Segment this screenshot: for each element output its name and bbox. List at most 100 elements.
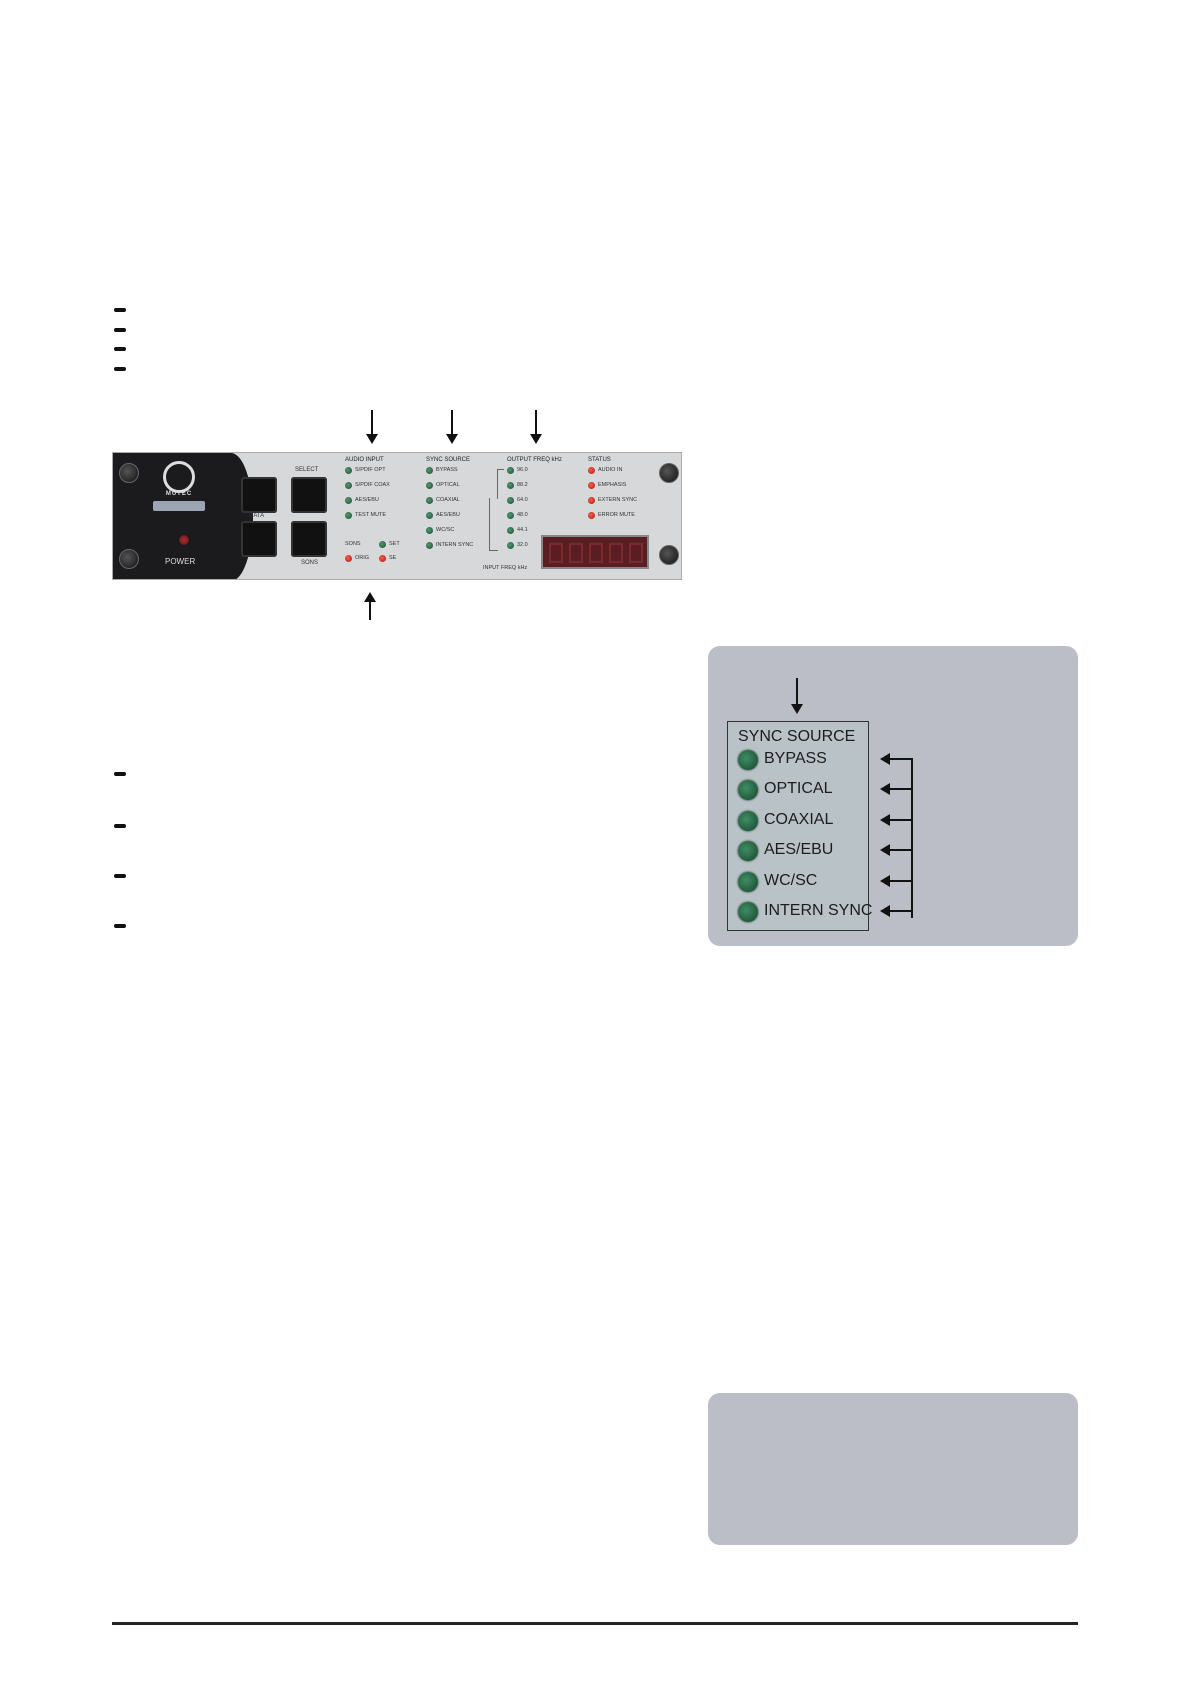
output-freq-item: 48.0 — [517, 512, 528, 518]
led-icon — [738, 902, 758, 922]
callout-arrow-sync-source — [446, 410, 458, 444]
rack-screw-icon — [659, 463, 679, 483]
status-item: EMPHASIS — [598, 482, 627, 488]
bracket-line — [497, 469, 504, 499]
output-freq-heading: OUTPUT FREQ kHz — [507, 457, 562, 463]
pointer-arrow-icon — [880, 875, 913, 887]
bullet-marker — [114, 308, 126, 312]
pointer-arrow-icon — [880, 753, 913, 765]
bullet-marker — [114, 328, 126, 332]
sync-item-label: INTERN SYNC — [764, 902, 873, 919]
status-item: ERROR MUTE — [598, 512, 635, 518]
output-freq-item: 64.0 — [517, 497, 528, 503]
callout-arrow-sync-detail — [791, 678, 803, 714]
led-icon — [426, 482, 433, 489]
sync-source-item: AES/EBU — [436, 512, 460, 518]
led-icon — [738, 780, 758, 800]
power-led-icon — [179, 535, 189, 545]
rack-screw-icon — [119, 463, 139, 483]
data-button[interactable] — [241, 521, 277, 557]
button-top-left[interactable] — [241, 477, 277, 513]
connector-line — [911, 760, 913, 918]
output-freq-item: 96.0 — [517, 467, 528, 473]
callout-arrow-sonic — [364, 592, 376, 620]
led-icon — [345, 512, 352, 519]
select-button[interactable] — [291, 477, 327, 513]
sonic-set-label: SET — [389, 541, 400, 547]
pointer-arrow-icon — [880, 814, 913, 826]
led-icon — [738, 750, 758, 770]
output-freq-item: 44.1 — [517, 527, 528, 533]
sync-source-title: SYNC SOURCE — [738, 728, 856, 745]
led-icon — [379, 541, 386, 548]
pointer-arrow-icon — [880, 844, 913, 856]
bracket-line — [489, 498, 498, 551]
sync-item-label: OPTICAL — [764, 780, 833, 797]
sonic-orig-label: ORIG — [355, 555, 370, 561]
sonic-button[interactable] — [291, 521, 327, 557]
note-box — [708, 1393, 1078, 1545]
power-label: POWER — [165, 557, 196, 566]
sync-item-label: BYPASS — [764, 750, 827, 767]
led-icon — [345, 467, 352, 474]
led-icon — [426, 542, 433, 549]
sync-source-item: OPTICAL — [436, 482, 460, 488]
led-icon — [426, 497, 433, 504]
led-icon — [426, 512, 433, 519]
led-icon — [379, 555, 386, 562]
output-freq-item: 32.0 — [517, 542, 528, 548]
pointer-arrow-icon — [880, 905, 913, 917]
audio-input-item: S/PDIF COAX — [355, 482, 390, 488]
led-icon — [588, 497, 595, 504]
bullet-marker — [114, 347, 126, 351]
input-freq-display — [541, 535, 649, 569]
device-front-panel: MUTEC POWER SELECT DATA SONS AUDIO INPUT… — [112, 452, 682, 580]
led-icon — [738, 841, 758, 861]
status-item: AUDIO IN — [598, 467, 623, 473]
sync-item-label: AES/EBU — [764, 841, 834, 858]
led-icon — [738, 811, 758, 831]
input-freq-label: INPUT FREQ kHz — [483, 565, 528, 571]
callout-arrow-output-freq — [530, 410, 542, 444]
led-icon — [426, 467, 433, 474]
callout-arrow-audio-input — [366, 410, 378, 444]
rack-screw-icon — [659, 545, 679, 565]
audio-input-heading: AUDIO INPUT — [345, 457, 384, 463]
sonic-se-label: SE — [389, 555, 397, 561]
rack-screw-icon — [119, 549, 139, 569]
sonic-heading: SONS — [345, 541, 361, 547]
led-icon — [738, 872, 758, 892]
led-icon — [507, 512, 514, 519]
led-icon — [588, 467, 595, 474]
sync-source-item: INTERN SYNC — [436, 542, 474, 548]
footer-divider — [112, 1622, 1078, 1625]
status-item: EXTERN SYNC — [598, 497, 638, 503]
data-label: DATA — [249, 513, 265, 519]
pointer-arrow-icon — [880, 783, 913, 795]
sync-item-label: WC/SC — [764, 872, 818, 889]
led-icon — [507, 527, 514, 534]
bullet-marker — [114, 772, 126, 776]
led-icon — [507, 482, 514, 489]
led-icon — [588, 512, 595, 519]
led-icon — [345, 482, 352, 489]
led-icon — [345, 497, 352, 504]
sync-source-item: WC/SC — [436, 527, 455, 533]
bullet-marker — [114, 924, 126, 928]
led-icon — [507, 497, 514, 504]
status-heading: STATUS — [588, 457, 611, 463]
audio-input-item: S/PDIF OPT — [355, 467, 386, 473]
audio-input-item: AES/EBU — [355, 497, 379, 503]
sync-source-heading: SYNC SOURCE — [426, 457, 471, 463]
sonic-label: SONS — [301, 560, 319, 566]
sync-item-label: COAXIAL — [764, 811, 834, 828]
led-icon — [426, 527, 433, 534]
sync-source-panel-closeup: SYNC SOURCE BYPASS OPTICAL COAXIAL AES/E… — [727, 721, 873, 931]
select-label: SELECT — [295, 467, 319, 473]
output-freq-item: 88.2 — [517, 482, 528, 488]
brand-logo: MUTEC — [153, 461, 205, 513]
led-icon — [507, 542, 514, 549]
bullet-marker — [114, 874, 126, 878]
led-icon — [345, 555, 352, 562]
audio-input-item: TEST MUTE — [355, 512, 387, 518]
